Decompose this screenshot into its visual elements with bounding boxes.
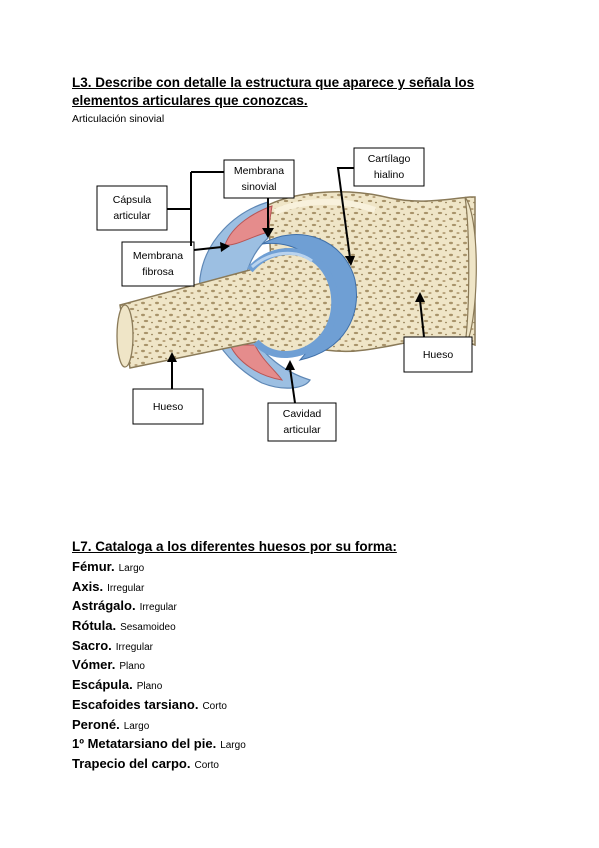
label-cartilago-2: hialino [374,169,405,181]
label-capsula-2: articular [113,210,151,222]
question-2-title: L7. Cataloga a los diferentes huesos por… [72,539,397,554]
list-item: Fémur.Largo [72,559,145,574]
list-item: Trapecio del carpo.Corto [72,755,219,771]
list-item: Escafoides tarsiano.Corto [72,696,227,712]
label-capsula-1: Cápsula [113,194,152,206]
leader-lines [167,167,425,404]
label-box-cavidad [267,402,337,442]
list-item: 1º Metatarsiano del pie.Largo [72,736,246,752]
list-item: Escápula.Plano [72,677,163,693]
label-membrana-sinovial-1: Membrana [234,165,284,177]
label-membrana-sinovial-2: sinovial [241,181,276,193]
question-1-title: L3. Describe con detalle la estructura q… [72,75,475,108]
list-item: Rótula.Sesamoideo [72,618,176,634]
label-box-membrana-sinovial [223,159,295,199]
left-bone [116,248,339,369]
label-cavidad-1: Cavidad [283,408,322,420]
label-membrana-fibrosa-2: fibrosa [142,266,174,278]
label-membrana-fibrosa-1: Membrana [133,250,183,262]
label-box-hueso-right [403,336,473,373]
label-cavidad-2: articular [283,424,321,436]
list-item: Vómer.Plano [72,657,145,673]
label-hueso-right: Hueso [423,349,454,361]
label-box-capsula [96,185,168,231]
list-item: Sacro.Irregular [72,637,153,653]
label-box-cartilago [353,147,425,187]
label-box-hueso-left [132,388,204,425]
synovial-joint-diagram: Cápsula articular Membrana sinovial Memb… [96,147,477,442]
arrowheads [167,228,425,370]
question-1-answer: Articulación sinovial [72,113,165,125]
label-box-membrana-fibrosa [121,241,195,287]
list-item: Axis.Irregular [72,578,145,594]
list-item: Peroné.Largo [72,716,150,732]
bone-classification-list: Fémur.Largo Axis.Irregular Astrágalo.Irr… [72,557,246,774]
label-cartilago-1: Cartílago [368,153,411,165]
list-item: Astrágalo.Irregular [72,598,177,614]
label-hueso-left: Hueso [153,401,184,413]
